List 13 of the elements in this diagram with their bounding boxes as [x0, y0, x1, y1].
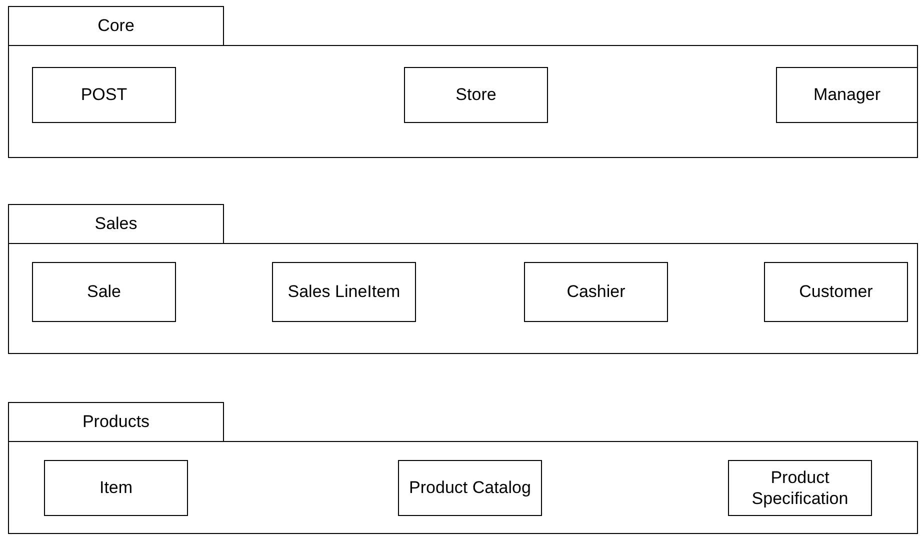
class-box: Cashier: [524, 262, 668, 322]
class-box: Item: [44, 460, 188, 516]
package-tab: Sales: [8, 204, 224, 244]
package-tab: Products: [8, 402, 224, 442]
class-box: POST: [32, 67, 176, 123]
class-box: Customer: [764, 262, 908, 322]
package-tab: Core: [8, 6, 224, 46]
class-box: Product Catalog: [398, 460, 542, 516]
class-box: Manager: [776, 67, 918, 123]
class-box: Sales LineItem: [272, 262, 416, 322]
class-box: Store: [404, 67, 548, 123]
class-box: Sale: [32, 262, 176, 322]
class-box: Product Specification: [728, 460, 872, 516]
